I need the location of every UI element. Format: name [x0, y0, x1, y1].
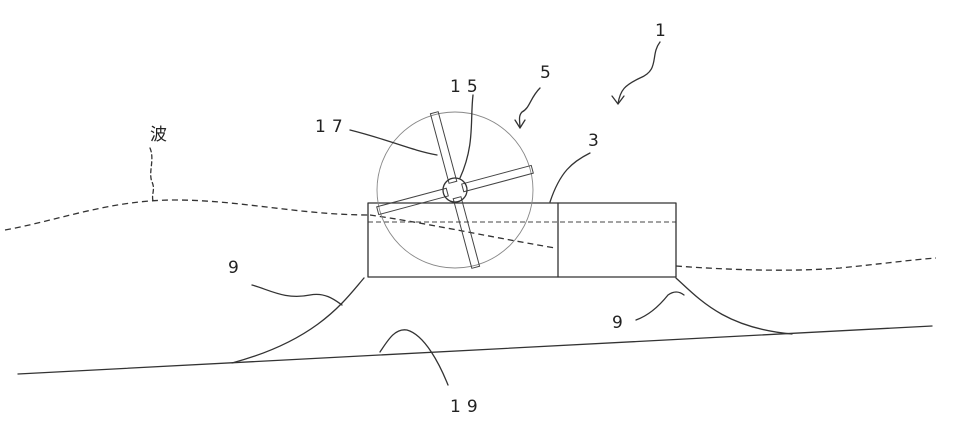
blade-3	[462, 165, 534, 191]
leader-hub	[460, 95, 473, 178]
turbine-sweep-circle	[377, 112, 533, 268]
leader-blade	[350, 130, 437, 155]
leader-support-right	[636, 292, 684, 320]
leader-seabed	[380, 330, 448, 385]
label-support-left: 9	[228, 258, 245, 278]
leader-turbine	[520, 88, 541, 128]
blade-1	[430, 112, 456, 184]
support-mound-right	[676, 278, 792, 334]
label-blade: 17	[315, 117, 349, 137]
label-turbine: 5	[540, 63, 557, 83]
label-seabed: 19	[450, 397, 484, 417]
blade-2	[453, 197, 479, 269]
wave-surface-left	[5, 200, 370, 230]
leader-device	[618, 42, 660, 104]
label-support-right: 9	[612, 313, 629, 333]
label-wave: 波	[150, 125, 173, 145]
blade-4	[377, 188, 449, 214]
label-hub: 15	[450, 77, 484, 97]
leader-wave	[150, 148, 154, 203]
floating-body	[368, 203, 676, 277]
label-device: 1	[655, 21, 672, 41]
label-body: 3	[588, 131, 605, 151]
leader-body	[550, 153, 590, 202]
seabed-line	[18, 326, 932, 374]
leader-support-left	[252, 285, 342, 305]
wave-surface-right	[676, 258, 936, 270]
support-mound-left	[232, 278, 364, 363]
